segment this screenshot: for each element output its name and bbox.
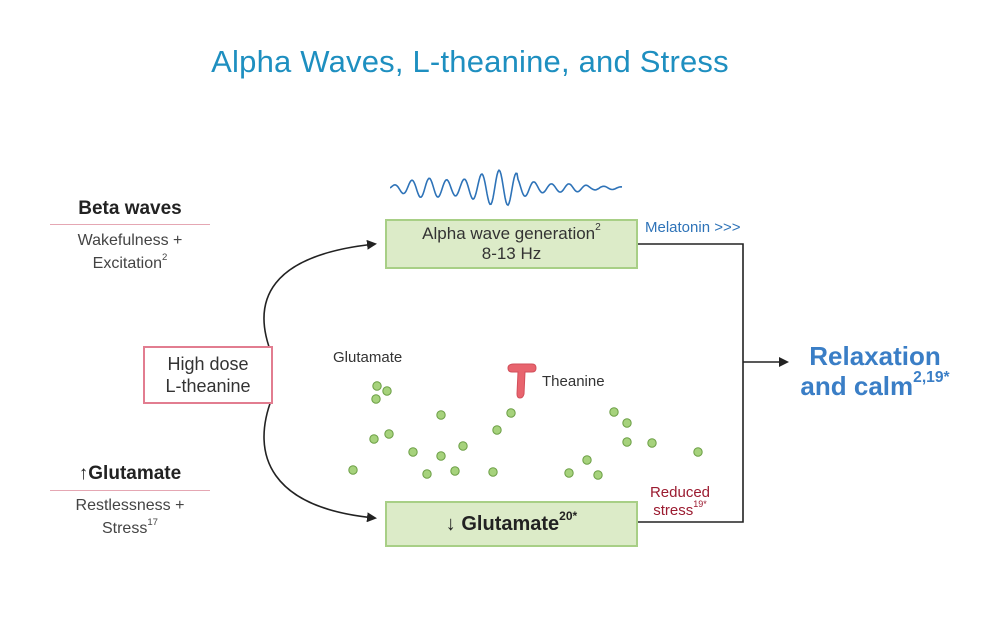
glutamate-dot [408, 447, 418, 457]
beta-sup: 2 [162, 251, 168, 263]
alpha-wave-box: Alpha wave generation2 8-13 Hz [385, 219, 638, 269]
glutamate-dot [647, 438, 657, 448]
theanine-label: Theanine [542, 373, 605, 390]
glutamate-dot [458, 441, 468, 451]
glutamate-side-heading-text: Glutamate [88, 463, 182, 484]
glutamate-dot [693, 447, 703, 457]
beta-heading: Beta waves [78, 198, 182, 219]
glutamate-box: ↓ Glutamate20* [385, 501, 638, 547]
glutamate-divider [50, 490, 210, 491]
relaxation-outcome: Relaxation and calm2,19* [780, 341, 970, 401]
glutamate-side-line2: Stress [101, 520, 148, 537]
glutamate-dot [371, 394, 381, 404]
glutamate-dot [384, 429, 394, 439]
beta-line2: Excitation [92, 255, 163, 272]
glutamate-dot [488, 467, 498, 477]
glutamate-dot [593, 470, 603, 480]
t-shaped-molecule-icon [507, 363, 537, 399]
reduced-stress-label: Reduced stress19* [640, 484, 720, 520]
glutamate-dot [436, 410, 446, 420]
up-arrow-icon: ↑ [78, 463, 89, 484]
alpha-box-sup: 2 [595, 222, 601, 234]
glutamate-dot [382, 386, 392, 396]
alpha-wave-icon [390, 168, 623, 207]
alpha-connector [638, 243, 744, 362]
glutamate-side-heading: ↑Glutamate [50, 463, 210, 485]
glutamate-dot [506, 408, 516, 418]
relaxation-line2: and calm [800, 371, 914, 401]
reduced-line1: Reduced [649, 484, 711, 501]
glutamate-particles-label: Glutamate [333, 349, 403, 366]
glutamate-dot [369, 434, 379, 444]
beta-divider [50, 224, 210, 225]
glutamate-dot [582, 455, 592, 465]
relaxation-sup: 2,19* [913, 369, 950, 387]
center-line1: High dose [167, 354, 249, 374]
reduced-sup: 19* [693, 499, 707, 510]
glutamate-box-sup: 20* [559, 508, 578, 523]
glutamate-box-label: Glutamate [461, 513, 560, 535]
arrow-to-alpha [263, 239, 377, 356]
alpha-box-line2: 8-13 Hz [481, 244, 542, 263]
arrow-to-glutamate [263, 397, 377, 523]
melatonin-label: Melatonin >>> [645, 219, 741, 236]
alpha-box-line1: Alpha wave generation [422, 224, 596, 243]
relaxation-line1: Relaxation [809, 341, 941, 371]
theanine-source-box: High dose L-theanine [143, 346, 273, 404]
glutamate-side-line1: Restlessness + [75, 497, 185, 514]
down-arrow-icon: ↓ [445, 513, 456, 535]
glutamate-dot [372, 381, 382, 391]
glutamate-dot [348, 465, 358, 475]
center-line2: L-theanine [165, 376, 251, 396]
glutamate-dot [609, 407, 619, 417]
page-title: Alpha Waves, L-theanine, and Stress [211, 44, 729, 79]
reduced-line2: stress [653, 502, 694, 519]
glutamate-dot [564, 468, 574, 478]
glutamate-side-sup: 17 [147, 516, 158, 528]
glutamate-dot [450, 466, 460, 476]
beta-description: Wakefulness + Excitation2 [50, 229, 210, 275]
glutamate-dot [422, 469, 432, 479]
glutamate-dot [622, 437, 632, 447]
glutamate-dot [436, 451, 446, 461]
glutamate-dot [622, 418, 632, 428]
glutamate-connector [638, 362, 744, 523]
glutamate-dot [492, 425, 502, 435]
glutamate-side-description: Restlessness + Stress17 [50, 494, 210, 540]
beta-line1: Wakefulness + [77, 232, 183, 249]
